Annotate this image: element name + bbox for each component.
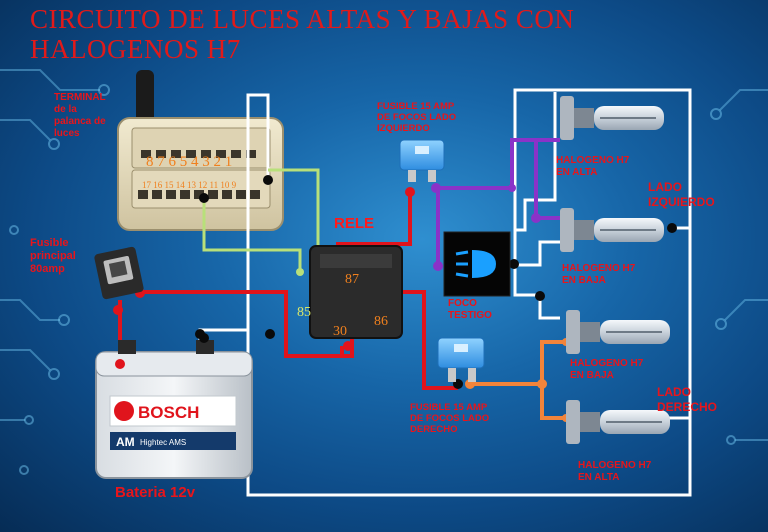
- switch-connector: 8 7 6 5 4 3 2 1 17 16 15 14 13 12 11 10 …: [117, 117, 284, 231]
- side-label-line: IZQUIERDO: [648, 195, 715, 209]
- side-label-line: DERECHO: [657, 400, 718, 414]
- halogen-bulb-right-high: [566, 400, 670, 444]
- indicator-label-line: TESTIGO: [448, 310, 492, 321]
- halogen-label-line: HALOGENO H7: [562, 263, 636, 274]
- halogen-label-line: HALOGENO H7: [556, 155, 630, 166]
- title-line-1: CIRCUITO DE LUCES ALTAS Y BAJAS CON: [30, 4, 575, 34]
- halogen-left-high-label: HALOGENO H7 EN ALTA: [556, 155, 629, 179]
- terminal-label-line: de la: [54, 104, 77, 115]
- halogen-label-line: EN ALTA: [556, 167, 598, 178]
- fuse-left-label-line: IZQUIERDO: [377, 123, 430, 134]
- halogen-label-line: EN ALTA: [578, 472, 620, 483]
- terminal-label-line: palanca de: [54, 116, 106, 127]
- fuse-right-label-line: FUSIBLE 15 AMP: [410, 402, 488, 413]
- relay-pin-87: 87: [345, 272, 359, 287]
- indicator-label: FOCO TESTIGO: [448, 298, 492, 322]
- fuse-right-label: FUSIBLE 15 AMP DE FOCOS LADO DERECHO: [410, 402, 489, 435]
- side-label-line: LADO: [648, 180, 682, 194]
- main-fuse-label-line: principal: [30, 250, 76, 262]
- wires-orange: [468, 340, 566, 420]
- junction-dots-purple: [431, 183, 541, 271]
- main-fuse-label-line: 80amp: [30, 263, 65, 275]
- battery-label: Bateria 12v: [115, 484, 196, 501]
- halogen-bulb-left-high: [560, 96, 664, 140]
- side-left-label: LADO IZQUIERDO: [648, 180, 715, 210]
- bosch-logo-icon: [114, 401, 134, 421]
- fuse-right-label-line: DERECHO: [410, 424, 458, 435]
- relay-label: RELE: [334, 215, 375, 232]
- halogen-right-low-label: HALOGENO H7 EN BAJA: [570, 358, 643, 382]
- halogen-label-line: EN BAJA: [562, 275, 606, 286]
- fuse-right-15a: [437, 337, 485, 382]
- battery-brand: BOSCH: [138, 403, 199, 422]
- fuse-left-15a: [399, 139, 445, 182]
- battery-terminal-positive: [118, 340, 136, 354]
- main-fuse-label: Fusible principal 80amp: [30, 237, 76, 276]
- main-fuse-label-line: Fusible: [30, 237, 69, 249]
- battery-model-sub: Hightec AMS: [140, 438, 186, 447]
- stalk-stem: [136, 70, 154, 128]
- side-right-label: LADO DERECHO: [657, 385, 717, 415]
- terminal-label: TERMINAL de la palanca de luces: [54, 92, 106, 140]
- main-fuse-80a: [94, 246, 144, 300]
- indicator-lamp: [443, 231, 511, 297]
- page-title: CIRCUITO DE LUCES ALTAS Y BAJAS CON HALO…: [30, 4, 574, 64]
- relay: 87 85 30 86: [297, 245, 403, 339]
- fuse-left-label: FUSIBLE 15 AMP DE FOCOS LADO IZQUIERDO: [377, 101, 456, 134]
- halogen-left-low-label: HALOGENO H7 EN BAJA: [562, 263, 635, 287]
- terminal-label-line: luces: [54, 128, 80, 139]
- battery-terminal-negative: [196, 340, 214, 354]
- side-label-line: LADO: [657, 385, 691, 399]
- terminal-label-line: TERMINAL: [54, 92, 106, 103]
- background-traces: [0, 69, 768, 441]
- connector-top-pins: 8 7 6 5 4 3 2 1: [146, 154, 232, 170]
- battery-model: AM: [116, 435, 135, 449]
- fuse-right-label-line: DE FOCOS LADO: [410, 413, 490, 424]
- connector-bottom-pins: 17 16 15 14 13 12 11 10 9: [142, 180, 237, 190]
- title-line-2: HALOGENOS H7: [30, 34, 241, 64]
- relay-pin-85: 85: [297, 305, 311, 320]
- halogen-bulb-left-low: [560, 208, 664, 252]
- wires-white: [198, 88, 692, 497]
- halogen-label-line: HALOGENO H7: [570, 358, 644, 369]
- relay-pin-30: 30: [333, 324, 347, 339]
- background-pads: [9, 84, 736, 475]
- fuse-left-label-line: FUSIBLE 15 AMP: [377, 101, 455, 112]
- halogen-label-line: EN BAJA: [570, 370, 614, 381]
- fuse-left-label-line: DE FOCOS LADO: [377, 112, 457, 123]
- halogen-label-line: HALOGENO H7: [578, 460, 652, 471]
- indicator-label-line: FOCO: [448, 298, 477, 309]
- halogen-bulb-right-low: [566, 310, 670, 354]
- relay-pin-86: 86: [374, 314, 388, 329]
- halogen-right-high-label: HALOGENO H7 EN ALTA: [578, 460, 651, 484]
- battery: BOSCH AM Hightec AMS: [95, 340, 253, 479]
